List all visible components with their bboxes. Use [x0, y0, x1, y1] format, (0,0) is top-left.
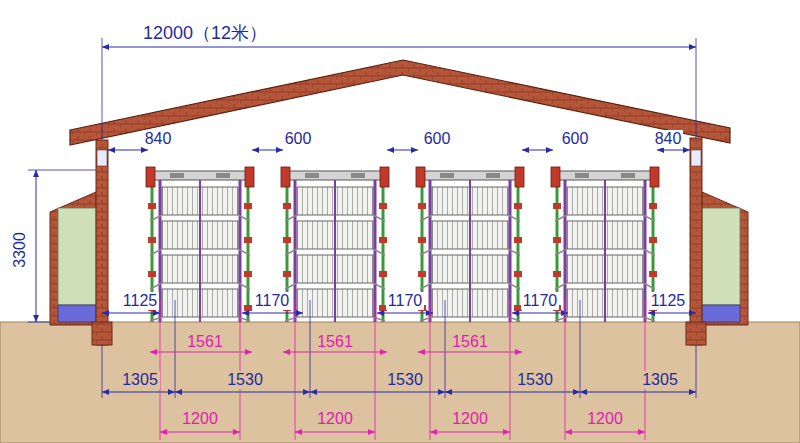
aisle-dimension: 600 — [283, 130, 314, 148]
floor-aisle-dimension: 1125 — [121, 292, 159, 310]
spacing-dimension: 1305 — [640, 371, 680, 389]
floor-aisle-dimension: 1170 — [521, 292, 559, 310]
cage-base-dimension: 1200 — [315, 410, 355, 428]
floor-aisle-dimension: 1170 — [253, 292, 291, 310]
cage-base-dimension: 1200 — [585, 410, 625, 428]
spacing-dimension: 1530 — [515, 371, 555, 389]
spacing-dimension: 1530 — [225, 371, 265, 389]
spacing-dimension: 1530 — [385, 371, 425, 389]
cage-base-dimension: 1200 — [180, 410, 220, 428]
cage-base-dimension: 1200 — [450, 410, 490, 428]
aisle-dimension: 840 — [143, 130, 174, 148]
cage-width-dimension: 1561 — [185, 333, 225, 351]
aisle-dimension: 600 — [560, 130, 591, 148]
overall-width-dimension: 12000（12米） — [141, 23, 269, 43]
cage-width-dimension: 1561 — [450, 333, 490, 351]
aisle-dimension: 600 — [422, 130, 453, 148]
cage-width-dimension: 1561 — [315, 333, 355, 351]
floor-aisle-dimension: 1125 — [649, 292, 687, 310]
floor-aisle-dimension: 1170 — [386, 292, 424, 310]
aisle-dimension: 840 — [653, 130, 684, 148]
spacing-dimension: 1305 — [120, 371, 160, 389]
height-dimension: 3300 — [11, 230, 29, 270]
